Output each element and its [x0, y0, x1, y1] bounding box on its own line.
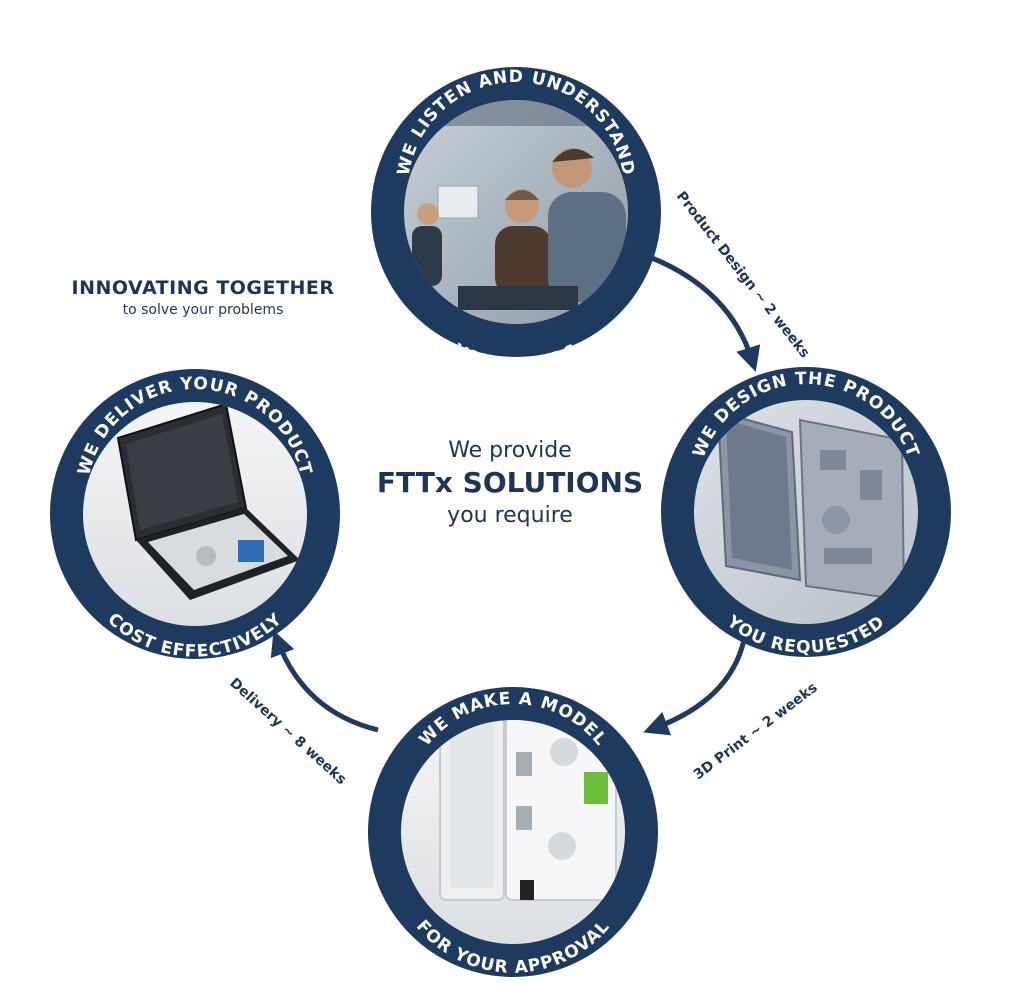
- arrow-design: [651, 255, 761, 372]
- step-model: WE MAKE A MODEL FOR YOUR APPROVAL: [368, 687, 658, 978]
- arrow-print: [643, 639, 747, 736]
- finished-enclosure: [83, 402, 307, 626]
- 3d-printed-model: [401, 720, 625, 944]
- cad-enclosure-render: [694, 400, 918, 624]
- step-design: WE DESIGN THE PRODUCT YOU REQUESTED: [661, 367, 951, 658]
- tagline-subtitle: to solve your problems: [123, 302, 284, 318]
- center-headline: FTTx SOLUTIONS: [377, 466, 643, 499]
- step-listen: WE LISTEN AND UNDERSTAND YOUR NEEDS: [371, 67, 661, 376]
- center-line-3: you require: [447, 503, 573, 528]
- center-line-1: We provide: [448, 438, 572, 463]
- tagline-title: INNOVATING TOGETHER: [72, 277, 335, 299]
- arrow-label-delivery: Delivery ~ 8 weeks: [226, 675, 349, 788]
- arrow-delivery: [270, 630, 379, 733]
- step-deliver: WE DELIVER YOUR PRODUCT COST EFFECTIVELY: [50, 369, 340, 662]
